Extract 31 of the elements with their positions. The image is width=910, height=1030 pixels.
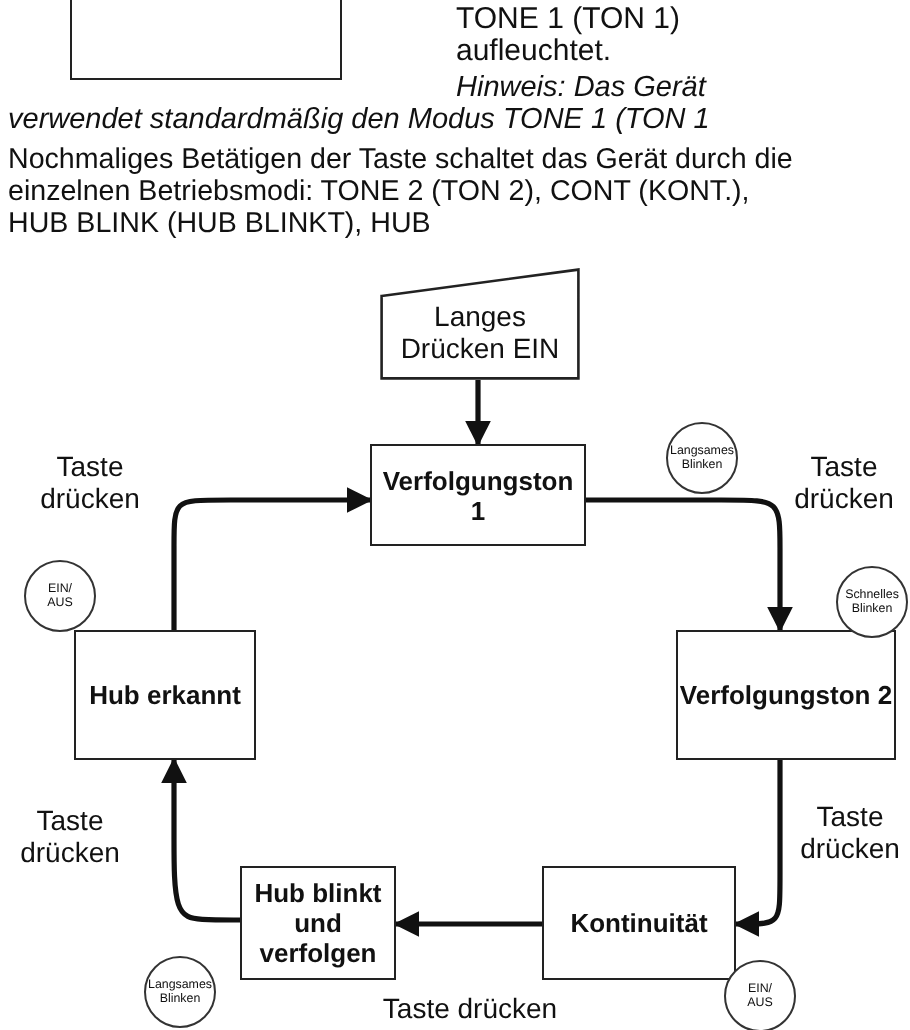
paragraph-text: Nochmaliges Betätigen der Taste schaltet das Gerät durch die einzelnen Betriebsmodi: TONE 2 (TON 2), CONT (KONT.), HUB BLINK (HUB BLINKT), HUB: [8, 144, 795, 240]
box-label: Kontinuität: [570, 908, 708, 938]
box-label: Verfolgungston 1: [380, 465, 576, 525]
indicator-circle: [836, 566, 908, 638]
edge-label: Taste drücken: [790, 450, 898, 514]
arrow: [733, 760, 783, 937]
box-label: Hub erkannt: [89, 680, 241, 710]
process-box: [370, 444, 586, 546]
arrow: [393, 911, 542, 937]
indicator-circle: [144, 956, 216, 1028]
box-label: Hub blinkt und verfolgen: [252, 878, 384, 968]
indicator-circle: [724, 960, 796, 1030]
indicator-circle: [24, 560, 96, 632]
arrow: [465, 380, 491, 447]
paragraph-text: TONE 1 (TON 1) aufleuchtet.: [456, 4, 682, 68]
process-box: [74, 630, 256, 760]
arrow: [586, 497, 793, 633]
process-box: [240, 866, 396, 980]
box-label: Langes Drücken EIN: [398, 300, 562, 364]
box-label: Verfolgungston 2: [679, 680, 893, 710]
manual-input-shape: [380, 268, 580, 380]
edge-label: Taste drücken: [796, 800, 904, 864]
process-box: [676, 630, 896, 760]
indicator-circle: [666, 422, 738, 494]
edge-label: Taste drücken: [16, 804, 124, 868]
empty-box: [70, 0, 342, 80]
arrow: [161, 757, 240, 923]
paragraph-text: Hinweis: Das Gerät verwendet standardmäßig den Modus TONE 1 (TON 1: [8, 72, 712, 136]
arrow: [171, 487, 373, 630]
process-box: [542, 866, 736, 980]
edge-label: Taste drücken: [36, 450, 144, 514]
